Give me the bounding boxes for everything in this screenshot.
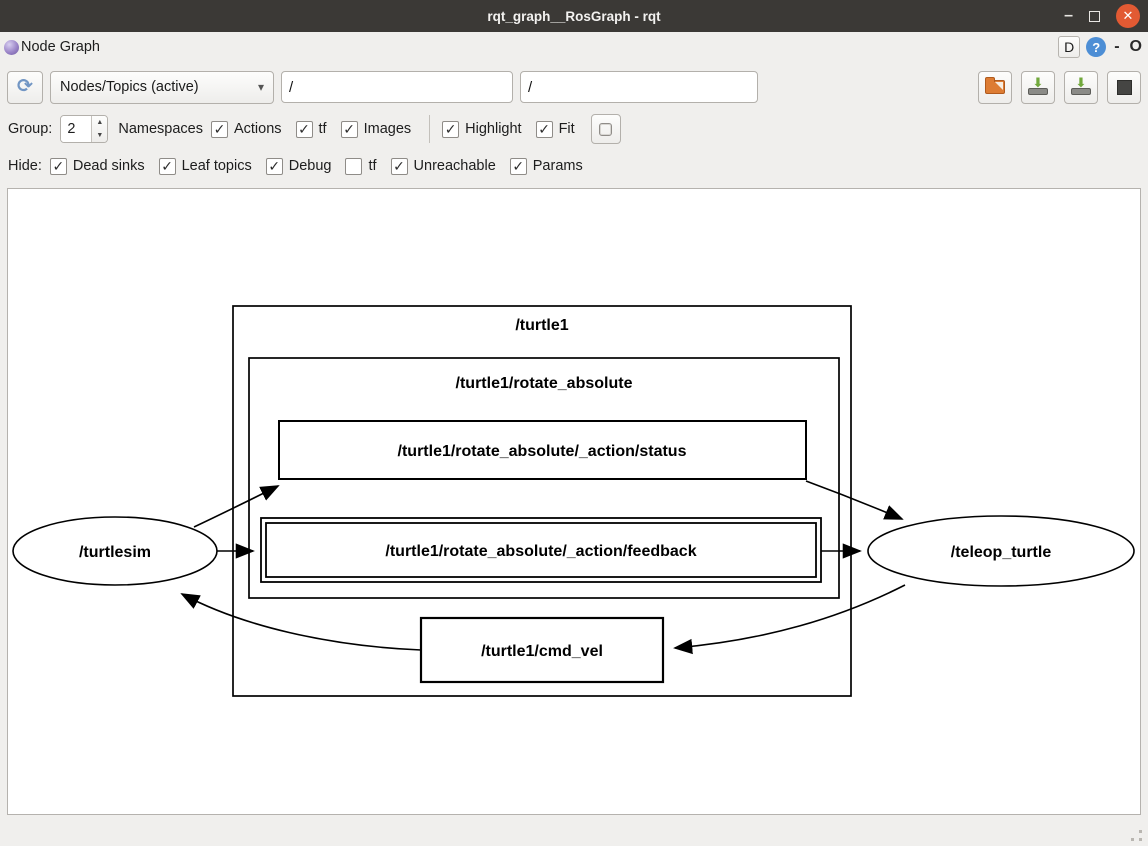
checkbox-mark: ✓	[535, 120, 553, 138]
dark-square-icon	[1116, 79, 1132, 95]
spin-down-icon[interactable]: ▼	[96, 132, 104, 139]
graph-toolbar: ⟳ Nodes/Topics (active) ▾ ⬇ ⬇	[0, 64, 1148, 110]
topic-node-action-feedback[interactable]: /turtle1/rotate_absolute/_action/feedbac…	[260, 517, 822, 583]
node-ellipse-turtlesim[interactable]: /turtlesim	[12, 516, 218, 586]
status-bar	[0, 815, 1148, 846]
checkbox-highlight[interactable]: ✓ Highlight	[442, 120, 522, 138]
save-dot-button[interactable]: ⬇	[1021, 70, 1055, 104]
plugin-header: Node Graph D ? - O	[0, 32, 1148, 62]
save-dot-icon: ⬇	[1028, 76, 1048, 95]
checkbox-params[interactable]: ✓ Params	[509, 157, 583, 175]
edge-group	[180, 480, 906, 655]
edge-status-to-teleop	[805, 480, 904, 520]
options-row: Group: 2 ▲ ▼ Namespaces ✓ Actions ✓ tf ✓…	[0, 111, 1148, 147]
titlebar[interactable]: rqt_graph__RosGraph - rqt – ✕	[0, 0, 1148, 32]
plugin-title: Node Graph	[21, 39, 100, 55]
checkbox-debug[interactable]: ✓ Debug	[265, 157, 331, 175]
namespaces-label: Namespaces	[118, 121, 203, 137]
checkbox-mark: ✓	[390, 157, 408, 175]
checkbox-mark: ✓	[295, 120, 313, 138]
dock-button[interactable]: D	[1058, 36, 1081, 58]
panel-close-button[interactable]: O	[1129, 38, 1142, 55]
window-title: rqt_graph__RosGraph - rqt	[487, 8, 661, 24]
topic-node-cmd-vel[interactable]: /turtle1/cmd_vel	[419, 616, 665, 684]
help-icon[interactable]: ?	[1086, 37, 1107, 57]
checkbox-mark: ✓	[210, 120, 228, 138]
save-image-button[interactable]: ⬇	[1064, 70, 1098, 104]
checkbox-actions[interactable]: ✓ Actions	[210, 120, 282, 138]
checkbox-hide-tf[interactable]: tf	[345, 157, 377, 175]
chevron-down-icon: ▾	[257, 80, 264, 94]
edge-teleop-to-cmdvel	[673, 584, 906, 655]
fit-window-icon	[599, 122, 613, 136]
node-filter-input[interactable]	[281, 71, 513, 103]
node-graph-plugin-icon	[4, 39, 19, 55]
load-dot-button[interactable]	[978, 70, 1012, 104]
topic-filter-input[interactable]	[520, 71, 758, 103]
checkbox-mark: ✓	[509, 157, 527, 175]
folder-open-icon	[985, 77, 1005, 94]
graph-type-dropdown[interactable]: Nodes/Topics (active) ▾	[50, 70, 274, 104]
refresh-icon: ⟳	[17, 75, 33, 97]
edge-cmdvel-to-turtlesim	[180, 593, 422, 651]
group-label: Group:	[8, 121, 53, 137]
checkbox-mark	[345, 157, 363, 175]
minimize-button[interactable]: –	[1064, 7, 1073, 24]
graph-canvas[interactable]: /turtle1 /turtle1/rotate_absolute /turtl…	[7, 188, 1141, 815]
separator	[429, 115, 431, 143]
checkbox-unreachable[interactable]: ✓ Unreachable	[390, 157, 496, 175]
checkbox-leaf-topics[interactable]: ✓ Leaf topics	[158, 157, 252, 175]
group-value: 2	[61, 116, 92, 142]
namespace-label-turtle1: /turtle1	[515, 317, 568, 334]
checkbox-mark: ✓	[49, 157, 67, 175]
topic-label-action-feedback: /turtle1/rotate_absolute/_action/feedbac…	[385, 543, 696, 560]
refresh-button[interactable]: ⟳	[7, 70, 43, 104]
checkbox-fit[interactable]: ✓ Fit	[535, 120, 575, 138]
checkbox-mark: ✓	[442, 120, 460, 138]
group-spinner[interactable]: 2 ▲ ▼	[60, 115, 109, 143]
spin-up-icon[interactable]: ▲	[96, 119, 104, 126]
node-label-turtlesim: /turtlesim	[79, 544, 151, 561]
checkbox-images[interactable]: ✓ Images	[340, 120, 411, 138]
node-ellipse-teleop-turtle[interactable]: /teleop_turtle	[867, 515, 1135, 587]
close-button[interactable]: ✕	[1116, 4, 1140, 28]
graph-type-value: Nodes/Topics (active)	[60, 79, 199, 95]
fit-in-view-button[interactable]	[590, 114, 621, 144]
checkbox-mark: ✓	[265, 157, 283, 175]
namespace-label-rotate-absolute: /turtle1/rotate_absolute	[456, 375, 633, 392]
panel-minimize-button[interactable]: -	[1114, 38, 1120, 55]
resize-grip-icon[interactable]	[1128, 829, 1142, 841]
maximize-button[interactable]	[1089, 10, 1100, 22]
save-image-icon: ⬇	[1071, 76, 1091, 95]
screenshot-button[interactable]	[1107, 70, 1141, 104]
node-graph-svg: /turtle1 /turtle1/rotate_absolute /turtl…	[12, 305, 1135, 697]
topic-node-action-status[interactable]: /turtle1/rotate_absolute/_action/status	[278, 420, 807, 480]
topic-label-action-status: /turtle1/rotate_absolute/_action/status	[398, 443, 687, 460]
node-label-teleop-turtle: /teleop_turtle	[951, 544, 1052, 561]
checkbox-mark: ✓	[340, 120, 358, 138]
checkbox-dead-sinks[interactable]: ✓ Dead sinks	[49, 157, 145, 175]
edge-turtlesim-to-status	[193, 485, 280, 528]
checkbox-mark: ✓	[158, 157, 176, 175]
topic-label-cmd-vel: /turtle1/cmd_vel	[481, 643, 603, 660]
hide-row: Hide: ✓ Dead sinks ✓ Leaf topics ✓ Debug…	[0, 148, 1148, 184]
hide-label: Hide:	[8, 158, 42, 174]
checkbox-tf-group[interactable]: ✓ tf	[295, 120, 327, 138]
